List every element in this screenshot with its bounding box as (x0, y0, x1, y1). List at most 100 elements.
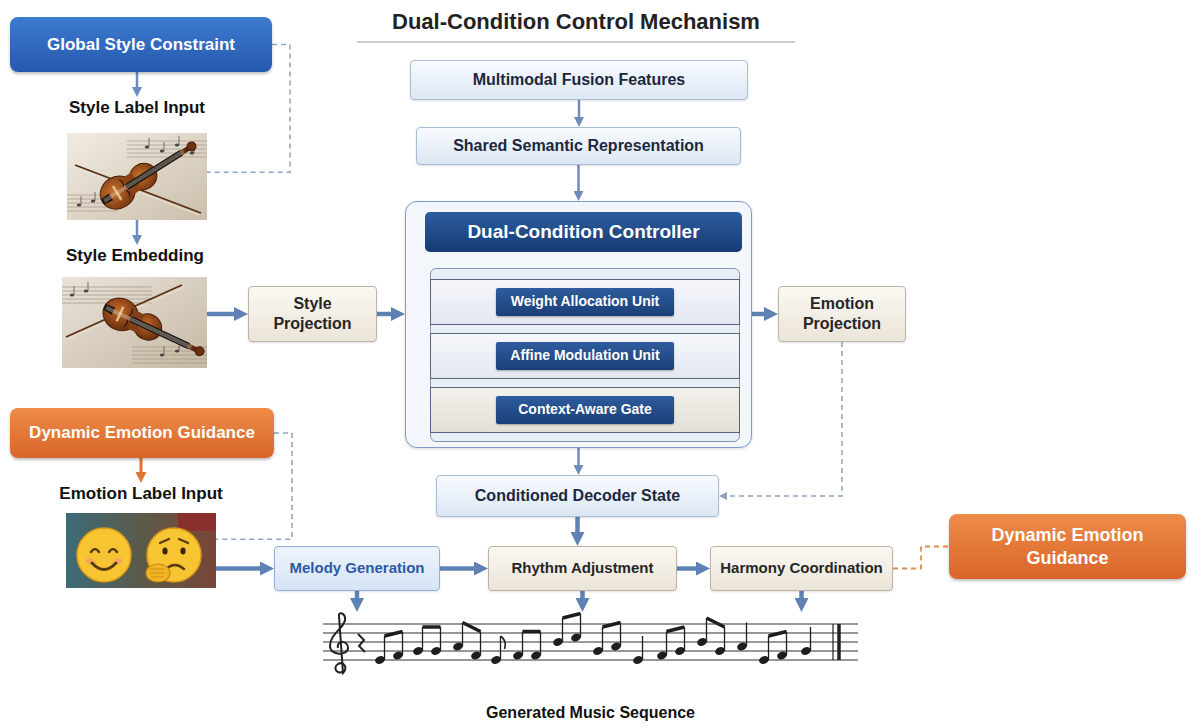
music-staff (323, 624, 858, 660)
box-label: Shared Semantic Representation (453, 136, 704, 156)
box-label: Emotion Projection (792, 294, 892, 334)
image-node: Emotion Label Input (31, 483, 251, 588)
box-label: Conditioned Decoder State (475, 486, 680, 506)
violin-picture (67, 141, 207, 211)
violin-picture (67, 133, 207, 220)
connector (575, 517, 580, 532)
unit-row: Weight Allocation Unit (430, 279, 740, 325)
box-label: Dynamic Emotion Guidance (29, 422, 255, 443)
unit-label: Weight Allocation Unit (496, 288, 674, 316)
process-box: Harmony Coordination (710, 546, 893, 591)
violin-picture (66, 285, 182, 337)
connector (578, 100, 581, 117)
emotion-picture (91, 549, 117, 552)
music-staff (385, 614, 811, 661)
box-label: Style Projection (263, 294, 363, 334)
box-label: Multimodal Fusion Features (473, 70, 685, 90)
music-staff (501, 636, 506, 649)
violin-picture (190, 151, 194, 154)
violin-picture (175, 349, 179, 352)
box-label: Melody Generation (289, 559, 424, 578)
unit-label: Affine Modulation Unit (496, 342, 674, 370)
connector (377, 312, 391, 317)
connector (580, 591, 585, 598)
emotion-picture (160, 539, 188, 543)
violin-picture (100, 193, 113, 205)
process-box: Rhythm Adjustment (488, 546, 677, 591)
emotion-picture (66, 513, 216, 588)
violin-picture (67, 133, 207, 220)
violin-picture (194, 345, 206, 357)
violin-picture (81, 136, 194, 205)
violin-picture (70, 293, 74, 296)
violin-picture (160, 149, 164, 152)
emotion-picture (146, 564, 170, 582)
connector (140, 458, 143, 472)
controller-title: Dual-Condition Controller (425, 212, 742, 252)
violin-picture (91, 199, 95, 202)
title-underline (357, 41, 795, 42)
process-box: Dynamic Emotion Guidance (10, 408, 274, 458)
connector (799, 591, 804, 598)
emotion-picture (77, 528, 131, 582)
unit-row: Context-Aware Gate (430, 387, 740, 433)
violin-picture (94, 133, 204, 216)
violin-picture (103, 303, 115, 314)
box-label: Global Style Constraint (47, 34, 235, 55)
image-heading: Style Embedding (25, 245, 245, 267)
connector (136, 72, 139, 87)
violin-picture (62, 277, 207, 368)
violin-picture (68, 287, 184, 339)
violin-picture (103, 150, 184, 202)
diagram-title: Dual-Condition Control Mechanism (357, 8, 795, 36)
violin-picture (77, 203, 81, 206)
music-staff (358, 634, 365, 652)
violin-picture (119, 179, 131, 197)
violin-picture (175, 143, 179, 146)
unit-label: Context-Aware Gate (496, 396, 674, 424)
image-caption: Generated Music Sequence (318, 702, 863, 724)
music-staff (832, 624, 833, 660)
process-box: Conditioned Decoder State (436, 475, 719, 517)
emotion-picture (92, 563, 116, 570)
image-heading: Emotion Label Input (31, 483, 251, 505)
violin-picture (98, 292, 207, 367)
violin-picture (62, 287, 207, 363)
violin-picture (62, 277, 207, 368)
box-label: Rhythm Adjustment (512, 559, 654, 578)
emotion-picture (150, 569, 165, 577)
music-staff (385, 614, 787, 637)
process-box: Style Projection (248, 286, 377, 342)
violin-picture (160, 353, 164, 356)
unit-row: Affine Modulation Unit (430, 333, 740, 379)
process-box: Shared Semantic Representation (416, 127, 741, 165)
music-staff (318, 612, 863, 680)
image-node: Generated Music Sequence (318, 612, 863, 724)
music-staff (837, 624, 841, 660)
connector (207, 312, 234, 317)
connector (355, 591, 360, 598)
connector (577, 448, 580, 465)
violin-picture (145, 145, 149, 148)
connector (752, 312, 764, 317)
box-label: Dynamic Emotion Guidance (973, 524, 1163, 569)
box-label: Harmony Coordination (720, 559, 883, 578)
emotion-picture (147, 528, 201, 582)
process-box: Multimodal Fusion Features (410, 60, 748, 100)
process-box: Melody Generation (274, 546, 440, 591)
music-staff (330, 613, 348, 673)
connector (440, 566, 474, 571)
connector (136, 220, 139, 235)
image-heading: Style Label Input (27, 97, 247, 119)
controller-block: Dual-Condition ControllerWeight Allocati… (405, 201, 752, 448)
emotion-picture (162, 547, 167, 554)
violin-picture (125, 150, 184, 190)
image-node: Style Embedding (25, 245, 245, 368)
connector (577, 165, 580, 191)
connector (216, 566, 260, 571)
emotion-picture (66, 513, 216, 588)
connector (677, 566, 696, 571)
violin-picture (70, 289, 179, 356)
